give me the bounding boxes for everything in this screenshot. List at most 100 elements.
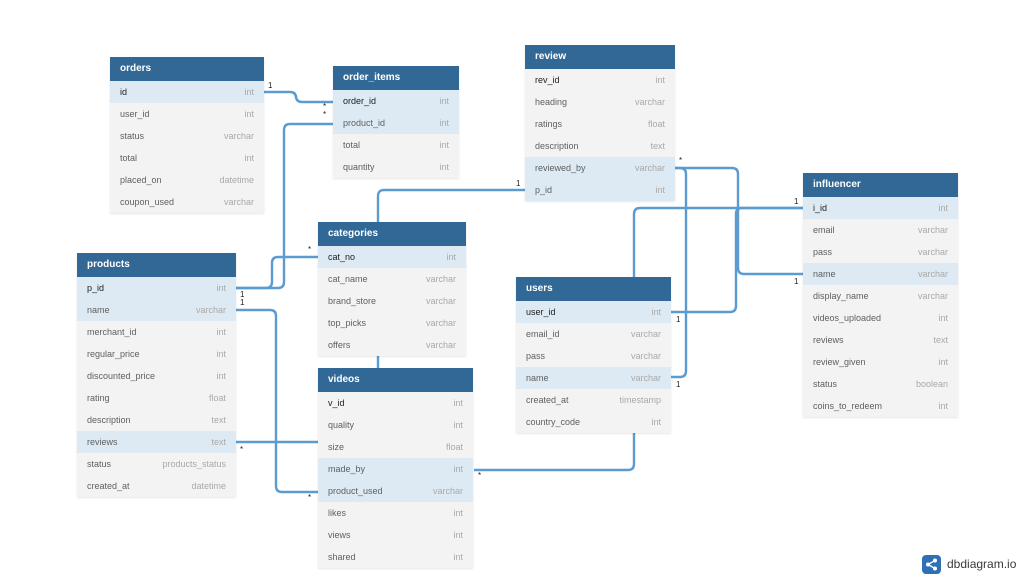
table-header[interactable]: review	[525, 45, 675, 69]
field-name: pass	[526, 351, 546, 361]
field-name: discounted_price	[87, 371, 156, 381]
field-type: int	[439, 140, 449, 150]
field-type: int	[938, 401, 948, 411]
field-type: int	[453, 398, 463, 408]
cardinality-marker: *	[679, 156, 683, 165]
field-type: varchar	[630, 373, 661, 383]
field-name: quantity	[343, 162, 375, 172]
share-nodes-icon	[922, 554, 941, 574]
table-header[interactable]: orders	[110, 57, 264, 81]
table-header[interactable]: influencer	[803, 173, 958, 197]
table-header[interactable]: order_items	[333, 66, 459, 90]
field-type: float	[208, 393, 226, 403]
field-type: varchar	[634, 97, 665, 107]
cardinality-marker: *	[323, 110, 327, 119]
dbdiagram-brand[interactable]: dbdiagram.io	[922, 553, 1016, 575]
field-name: shared	[328, 552, 356, 562]
table-header[interactable]: categories	[318, 222, 466, 246]
table-row[interactable]: shared int	[318, 546, 473, 568]
field-type: varchar	[917, 225, 948, 235]
field-name: size	[328, 442, 345, 452]
table-header[interactable]: videos	[318, 368, 473, 392]
table-header[interactable]: products	[77, 253, 236, 277]
table-header[interactable]: users	[516, 277, 671, 301]
field-name: display_name	[813, 291, 869, 301]
field-type: varchar	[917, 269, 948, 279]
field-name: cat_name	[328, 274, 368, 284]
field-name: total	[120, 153, 138, 163]
link-products-videos	[235, 308, 318, 494]
cardinality-marker: *	[478, 471, 482, 480]
cardinality-marker: 1	[676, 315, 681, 324]
field-type: int	[651, 307, 661, 317]
field-name: user_id	[120, 109, 150, 119]
field-type: int	[453, 552, 463, 562]
link-review-categories	[376, 188, 526, 222]
field-name: p_id	[87, 283, 105, 293]
field-name: placed_on	[120, 175, 162, 185]
